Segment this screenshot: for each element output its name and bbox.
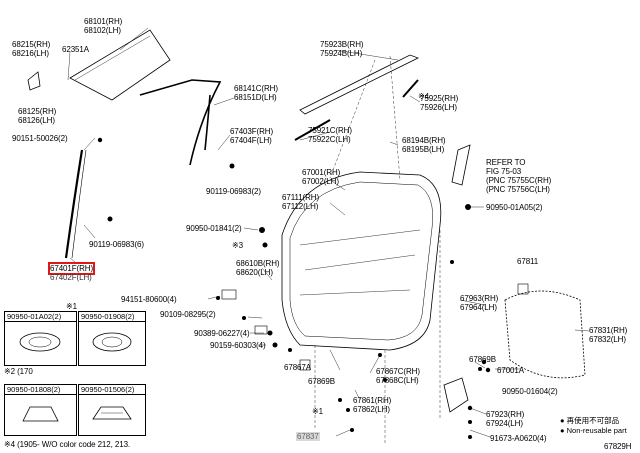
pad-67811 bbox=[517, 283, 529, 295]
clip-box-1: 90950-01A02(2) bbox=[4, 311, 77, 366]
run-channel bbox=[64, 149, 84, 259]
label-mark-4: ※4 bbox=[418, 92, 429, 101]
service-hole-cover bbox=[504, 290, 586, 379]
label-68194b: 68194B(RH)68195B(LH) bbox=[402, 136, 446, 154]
label-90109: 90109-08295(2) bbox=[160, 310, 216, 319]
cover-part bbox=[27, 71, 41, 91]
label-67923: 67923(RH)67924(LH) bbox=[486, 410, 525, 428]
label-67403f: 67403F(RH)67404F(LH) bbox=[230, 127, 274, 145]
selected-part-67401f[interactable]: 67401F(RH) bbox=[47, 262, 96, 275]
label-67963: 67963(RH)67964(LH) bbox=[460, 294, 499, 312]
label-90151: 90151-50026(2) bbox=[12, 134, 68, 143]
box-mark: ※1 bbox=[66, 302, 77, 311]
door-frame bbox=[281, 171, 442, 351]
label-mark-3: ※3 bbox=[232, 241, 243, 250]
label-67402f: 67402F(LH) bbox=[50, 273, 92, 282]
clip-icon-3 bbox=[22, 406, 59, 422]
belt-molding bbox=[299, 54, 420, 115]
label-cover: 68215(RH)68216(LH) bbox=[12, 40, 51, 58]
label-67867a: 67867A bbox=[284, 363, 311, 372]
label-62351a: 62351A bbox=[62, 45, 89, 54]
label-90159: 90159-60303(4) bbox=[210, 341, 266, 350]
label-mark-1: ※1 bbox=[312, 407, 323, 416]
label-90389: 90389-06227(4) bbox=[194, 329, 250, 338]
note-partial: ※2 (170 bbox=[4, 367, 33, 376]
clip-icon-1 bbox=[19, 332, 61, 352]
handle-bracket bbox=[443, 377, 469, 413]
label-68141c: 68141C(RH)68151D(LH) bbox=[234, 84, 278, 102]
label-75923b: 75923B(RH)75924B(LH) bbox=[320, 40, 364, 58]
label-67869b-right: 67869B bbox=[469, 355, 496, 364]
clip-box-3: 90950-01808(2) bbox=[4, 384, 77, 436]
clip-icon-2 bbox=[92, 332, 132, 352]
label-67001: 67001(RH)67002(LH) bbox=[302, 168, 341, 186]
label-67831: 67831(RH)67832(LH) bbox=[589, 326, 628, 344]
label-67111: 67111(RH)67112(LH) bbox=[282, 193, 320, 211]
label-glass: 68101(RH)68102(LH) bbox=[84, 17, 123, 35]
label-75921c: 75921C(RH)75922C(LH) bbox=[308, 126, 352, 144]
label-90119-top: 90119-06983(6) bbox=[89, 240, 144, 249]
clip-box-4: 90950-01506(2) bbox=[78, 384, 146, 436]
figure-code: 67829H bbox=[604, 442, 632, 451]
label-67811: 67811 bbox=[517, 257, 539, 266]
note-bottom: ※4 (1905- W/O color code 212, 213. bbox=[4, 440, 131, 449]
clip-icon-4 bbox=[92, 406, 132, 420]
run-channel-upper bbox=[139, 79, 222, 166]
label-90950-01604: 90950-01604(2) bbox=[502, 387, 558, 396]
label-67867c: 67867C(RH)67868C(LH) bbox=[376, 367, 420, 385]
label-67001a: 67001A bbox=[497, 366, 524, 375]
label-90119-mid: 90119-06983(2) bbox=[206, 187, 261, 196]
label-68610b: 68610B(RH)68620(LH) bbox=[236, 259, 280, 277]
label-67869b-left: 67869B bbox=[308, 377, 335, 386]
label-68125: 68125(RH)68126(LH) bbox=[18, 107, 57, 125]
label-94151: 94151-80600(4) bbox=[121, 295, 177, 304]
clip-box-2: 90950-01908(2) bbox=[78, 311, 146, 366]
garnish bbox=[451, 144, 471, 186]
label-90950-01841: 90950-01841(2) bbox=[186, 224, 242, 233]
label-67837: 67837 bbox=[296, 432, 320, 441]
legend: ● 再使用不可部品 ● Non-reusable part bbox=[560, 416, 627, 435]
label-90950-01a05: 90950-01A05(2) bbox=[486, 203, 543, 212]
door-glass bbox=[69, 29, 171, 101]
label-75925: 75925(RH)75926(LH) bbox=[420, 94, 459, 112]
label-91673: 91673-A0620(4) bbox=[490, 434, 547, 443]
label-67861: 67861(RH)67862(LH) bbox=[353, 396, 392, 414]
